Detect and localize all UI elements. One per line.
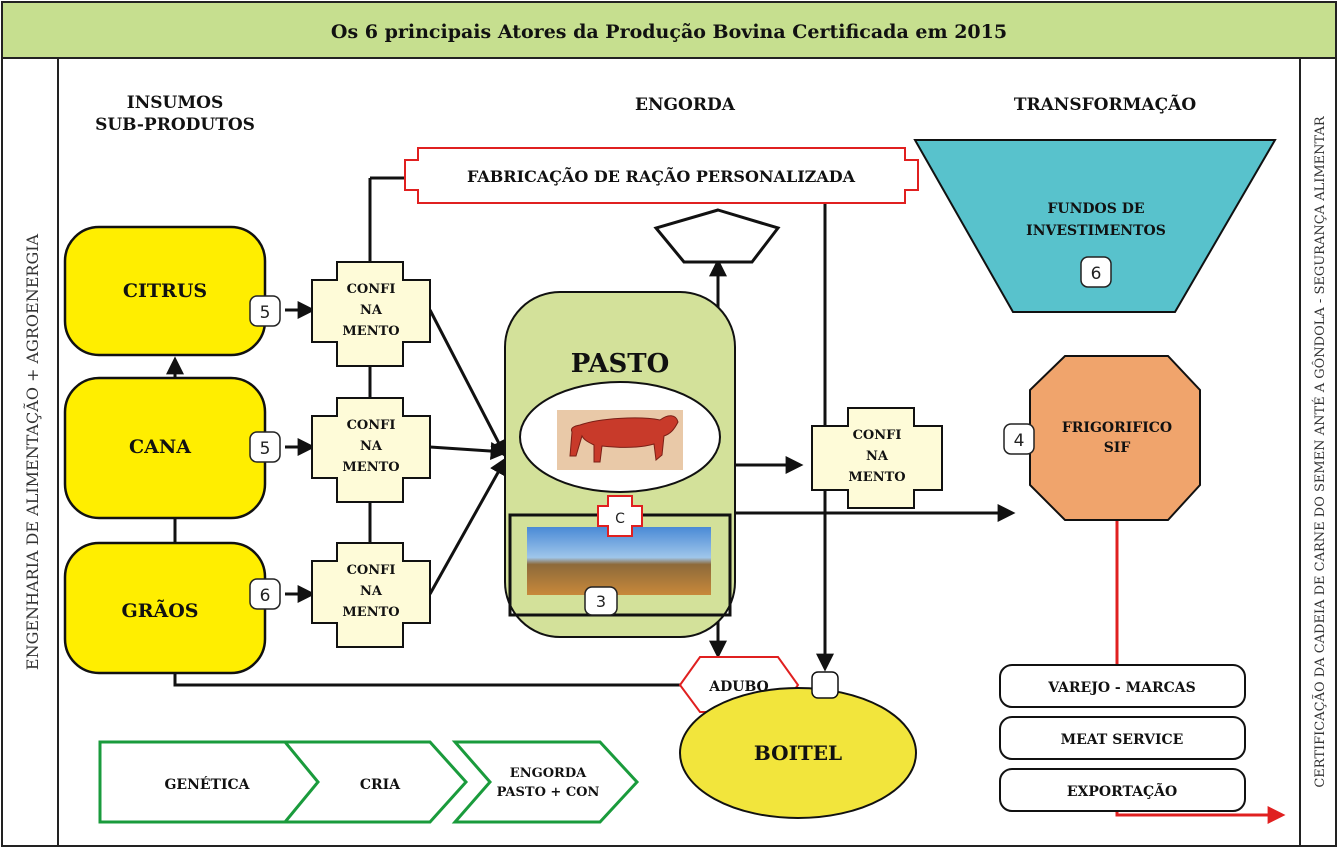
outlet-exportacao: EXPORTAÇÃO [999,768,1246,812]
pentagon-shape [653,208,781,264]
boitel-handle [811,671,839,699]
heading-insumos: INSUMOS [127,93,224,113]
confi-2-line1: CONFI [347,418,396,433]
fundos-line2: INVESTIMENTOS [1026,223,1166,239]
outlet-exportacao-label: EXPORTAÇÃO [1067,781,1177,800]
header-bar [1,1,1337,59]
right-side-label: CERTIFICAÇÃO DA CADEIA DE CARNE DO SEMEN… [1311,115,1328,788]
racao-box: FABRICAÇÃO DE RAÇÃO PERSONALIZADA [404,147,919,204]
heading-engorda: ENGORDA [635,95,736,115]
arrow-confi1-pasto [428,309,507,459]
pasto-title: PASTO [571,349,670,379]
input-cana: CANA [63,376,267,520]
confi-4-line2: NA [866,449,889,464]
adubo-label: ADUBO [708,679,769,695]
confinamento-4: CONFI NA MENTO [811,407,943,509]
confi-4-line1: CONFI [853,428,902,443]
chain-cria-shape [281,740,469,824]
confi-1-line3: MENTO [342,324,399,339]
confi-3-line1: CONFI [347,563,396,578]
confi-1-line1: CONFI [347,282,396,297]
chain-engorda-line2: PASTO + CON [497,785,600,800]
chain-engorda-line1: ENGORDA [510,766,587,781]
badge-cana: 5 [249,431,281,463]
outlet-meat-service-label: MEAT SERVICE [1061,732,1184,748]
certification-cross: C [597,495,643,537]
fundos-shape: FUNDOS DE INVESTIMENTOS 6 [913,139,1277,313]
badge-graos-value: 6 [260,586,271,606]
badge-pasto: 3 [584,586,618,616]
badge-frigorifico [1003,423,1035,455]
cross-label: C [615,511,625,527]
input-graos: GRÃOS [63,541,267,675]
frigorifico-line1: FRIGORIFICO [1062,420,1172,436]
outlet-meat-service: MEAT SERVICE [999,716,1246,760]
chain-engorda-shape [451,740,640,824]
input-graos-label: GRÃOS [121,599,198,622]
chain-cria-label: CRIA [360,777,401,793]
fundos-line1: FUNDOS DE [1047,201,1144,217]
outlet-varejo-label: VAREJO - MARCAS [1047,680,1195,696]
input-citrus-label: CITRUS [123,280,207,302]
field-image [527,527,711,595]
confi-1-line2: NA [360,303,383,318]
racao-label: FABRICAÇÃO DE RAÇÃO PERSONALIZADA [467,165,856,186]
diagram-title: Os 6 principais Atores da Produção Bovin… [331,21,1007,43]
boitel-label: BOITEL [754,741,842,765]
frigorifico-shape: FRIGORIFICO SIF 4 [1003,355,1201,521]
outlet-varejo: VAREJO - MARCAS [999,664,1246,708]
badge-citrus: 5 [249,295,281,327]
pasto-block: PASTO C 3 [504,291,736,638]
badge-fundos [1080,256,1112,288]
input-cana-label: CANA [129,436,191,458]
left-side-label: ENGENHARIA DE ALIMENTAÇÃO + AGROENERGIA [22,233,42,670]
cow-icon [557,410,683,470]
confinamento-1: CONFI NA MENTO [311,261,431,367]
adubo-shape: ADUBO [678,656,800,713]
confi-3-line3: MENTO [342,605,399,620]
boitel-shape: BOITEL [679,671,917,819]
heading-subprodutos: SUB-PRODUTOS [95,115,255,135]
arrow-confi2-pasto [429,442,509,461]
confi-2-line3: MENTO [342,460,399,475]
confi-3-line2: NA [360,584,383,599]
badge-frigorifico-value: 4 [1014,431,1025,451]
confinamento-2: CONFI NA MENTO [311,397,431,503]
heading-transformacao: TRANSFORMAÇÃO [1014,93,1197,115]
badge-cana-value: 5 [260,439,271,459]
badge-graos: 6 [249,578,281,610]
arrow-confi3-pasto [428,456,507,595]
badge-fundos-value: 6 [1091,264,1102,284]
confi-4-line3: MENTO [848,470,905,485]
frigorifico-line2: SIF [1104,440,1131,456]
chain-chevrons [98,740,640,824]
confi-2-line2: NA [360,439,383,454]
input-citrus: CITRUS [63,225,267,357]
confinamento-3: CONFI NA MENTO [311,542,431,648]
badge-pasto-value: 3 [596,592,606,611]
badge-citrus-value: 5 [260,303,271,323]
chain-genetica-label: GENÉTICA [164,775,250,793]
